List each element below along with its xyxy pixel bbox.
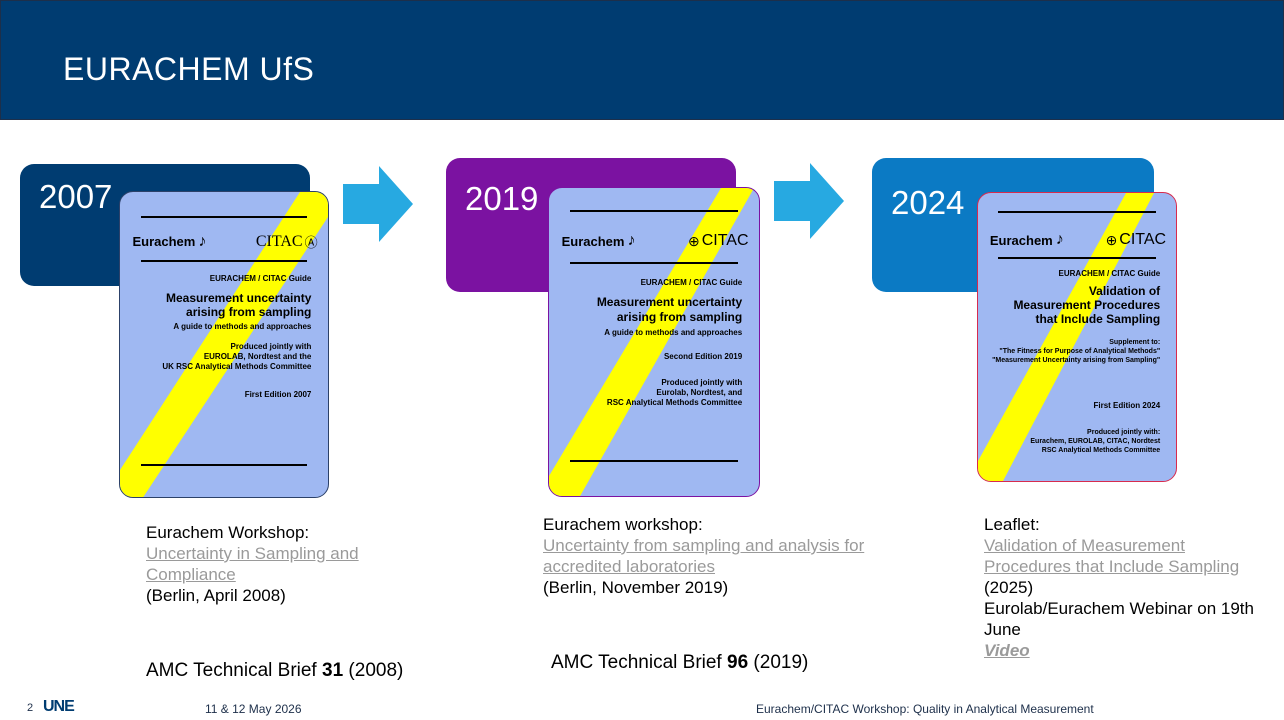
cover-edition: Second Edition 2019: [663, 352, 743, 361]
cover-title-line: Validation of: [1088, 284, 1161, 298]
guide-cover-2024: Eurachem♪ ⊕CITAC EURACHEM / CITAC Guide …: [977, 192, 1177, 482]
footer-event: Eurachem/CITAC Workshop: Quality in Anal…: [756, 702, 1094, 716]
cover-guide-label: EURACHEM / CITAC Guide: [640, 278, 743, 287]
leaflet-link[interactable]: Validation of Measurement Procedures tha…: [984, 536, 1240, 576]
yellow-diagonal: [120, 192, 328, 497]
workshop-link[interactable]: Uncertainty from sampling and analysis f…: [543, 536, 865, 576]
une-logo: UNE: [43, 698, 75, 715]
cover-produced: RSC Analytical Methods Committee: [1041, 447, 1161, 454]
cover-supplement: "The Fitness for Purpose of Analytical M…: [999, 348, 1161, 355]
cover-produced: Eurachem, EUROLAB, CITAC, Nordtest: [1030, 438, 1161, 445]
cover-produced: UK RSC Analytical Methods Committee: [162, 362, 312, 371]
caption-2007: Eurachem Workshop: Uncertainty in Sampli…: [146, 522, 406, 606]
footer-date: 11 & 12 May 2026: [205, 702, 302, 716]
cover-subtitle: A guide to methods and approaches: [604, 328, 743, 337]
citac-logo: ⊕CITAC: [1105, 231, 1167, 248]
slide-title: EURACHEM UfS: [63, 51, 315, 87]
yellow-diagonal: [549, 188, 754, 496]
amc-brief-2019: AMC Technical Brief 96 (2019): [551, 652, 809, 673]
cover-supplement: Supplement to:: [1109, 339, 1161, 346]
cover-produced: Eurolab, Nordtest, and: [656, 388, 743, 397]
title-bar: EURACHEM UfS: [0, 0, 1284, 120]
cover-title-line: Measurement uncertainty: [596, 295, 743, 309]
video-link[interactable]: Video: [984, 641, 1030, 660]
caption-2019: Eurachem workshop: Uncertainty from samp…: [543, 514, 873, 598]
yellow-diagonal: [978, 193, 1154, 481]
caption-location: (Berlin, November 2019): [543, 578, 729, 597]
cover-title-line: arising from sampling: [186, 305, 312, 319]
eurachem-logo: Eurachem♪: [989, 231, 1064, 248]
cover-supplement: "Measurement Uncertainty arising from Sa…: [992, 357, 1161, 364]
citac-logo: ⊕CITAC: [687, 232, 749, 249]
caption-heading: Leaflet:: [984, 515, 1040, 534]
year-label: 2007: [39, 178, 113, 215]
right-arrow-icon: [774, 163, 844, 239]
cover-guide-label: EURACHEM / CITAC Guide: [1058, 269, 1161, 278]
cover-edition: First Edition 2007: [244, 390, 312, 399]
cover-edition: First Edition 2024: [1093, 401, 1161, 410]
right-arrow-icon: [343, 166, 413, 242]
cover-produced: Produced jointly with: [661, 378, 743, 387]
amc-number: 96: [727, 652, 749, 673]
cover-subtitle: A guide to methods and approaches: [173, 322, 312, 331]
cover-produced: Produced jointly with: [230, 342, 312, 351]
cover-title-line: that Include Sampling: [1035, 312, 1161, 326]
caption-heading: Eurachem Workshop:: [146, 523, 310, 542]
amc-brief-2008: AMC Technical Brief 31 (2008): [146, 660, 404, 681]
eurachem-logo: Eurachem♪: [561, 232, 636, 249]
caption-location: (Berlin, April 2008): [146, 586, 286, 605]
slide-number: 2: [27, 702, 34, 714]
cover-guide-label: EURACHEM / CITAC Guide: [209, 274, 312, 283]
caption-year: (2025): [984, 578, 1034, 597]
year-label: 2019: [465, 180, 539, 217]
guide-cover-2019: Eurachem♪ ⊕CITAC EURACHEM / CITAC Guide …: [548, 187, 760, 497]
cover-title-line: Measurement Procedures: [1013, 298, 1161, 312]
cover-title-line: Measurement uncertainty: [165, 291, 312, 305]
year-label: 2024: [891, 184, 965, 221]
cover-produced: RSC Analytical Methods Committee: [606, 398, 743, 407]
caption-heading: Eurachem workshop:: [543, 515, 703, 534]
workshop-link[interactable]: Uncertainty in Sampling and Compliance: [146, 544, 359, 584]
caption-2024: Leaflet: Validation of Measurement Proce…: [984, 514, 1264, 661]
eurachem-logo: Eurachem♪: [132, 232, 207, 250]
cover-title-line: arising from sampling: [616, 310, 743, 324]
webinar-text: Eurolab/Eurachem Webinar on 19th June: [984, 599, 1254, 639]
cover-produced: EUROLAB, Nordtest and the: [203, 352, 312, 361]
amc-number: 31: [322, 660, 344, 681]
cover-produced: Produced jointly with:: [1087, 429, 1161, 436]
